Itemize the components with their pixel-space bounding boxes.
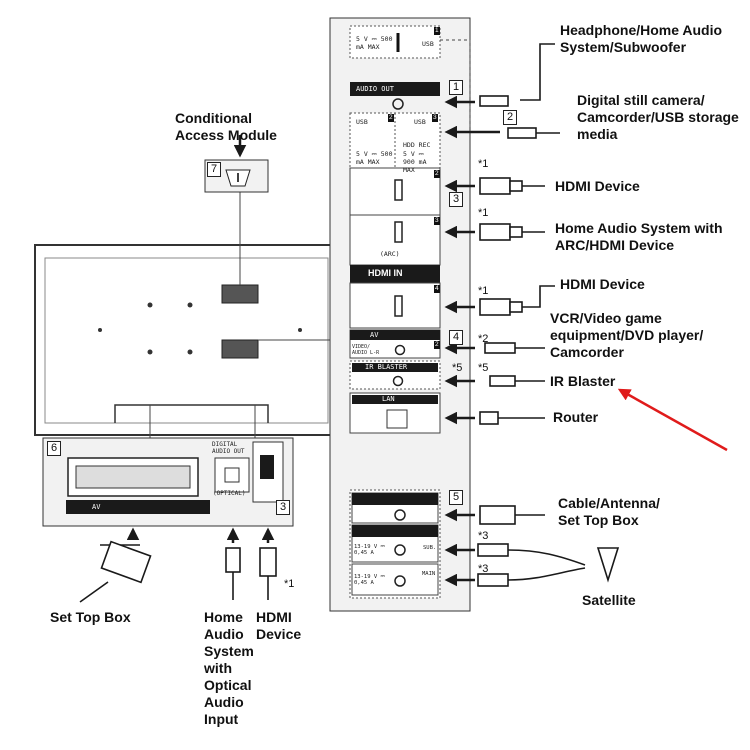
scart-av-label: AV: [92, 503, 101, 511]
footnote-5: *5: [452, 362, 463, 374]
callout-5: 5: [449, 490, 463, 505]
tv-rear: [34, 192, 350, 438]
port-number: 3: [434, 217, 440, 225]
usb1-label: USB: [422, 40, 434, 48]
av-label[interactable]: AV: [370, 331, 379, 339]
footnote-3: *3: [478, 530, 489, 542]
footnote-2: *2: [478, 333, 489, 345]
sat-sub-label: SUB.: [423, 545, 437, 551]
sat-main-label: MAIN: [422, 571, 436, 577]
label-router: Router: [553, 409, 599, 425]
connector-panel: [329, 17, 471, 612]
callout-6: 6: [47, 441, 61, 456]
label-hdmi-device-2: HDMI Device: [560, 276, 645, 292]
cables: [79, 43, 620, 603]
label-hdmi-device-bottom: HDMI Device: [256, 609, 302, 642]
port-number: 2: [434, 341, 440, 349]
port-number: 3: [432, 114, 438, 122]
digital-audio-out-label: DIGITAL AUDIO OUT: [212, 441, 245, 455]
ir-blaster-label[interactable]: IR BLASTER: [365, 363, 408, 371]
port-number: 2: [388, 114, 394, 122]
callout-2: 2: [503, 110, 517, 125]
connection-arrows: [126, 95, 500, 587]
footnote-1: *1: [478, 285, 489, 297]
label-satellite: Satellite: [582, 592, 636, 608]
footnote-1: *1: [478, 158, 489, 170]
usb1-spec: 5 V ⎓ 500 mA MAX: [356, 35, 393, 51]
callout-7: 7: [207, 162, 221, 177]
usb2-spec: 5 V ⎓ 500 mA MAX: [356, 150, 393, 166]
label-home-audio-optical: Home Audio System with Optical Audio Inp…: [204, 609, 254, 727]
callout-1: 1: [449, 80, 463, 95]
label-cable: Cable/Antenna/ Set Top Box: [558, 495, 660, 528]
port-number: 1: [434, 27, 440, 35]
sat-sub-spec: 13-19 V ⎓ 0,45 A: [354, 544, 385, 556]
label-arc-system: Home Audio System with ARC/HDMI Device: [555, 220, 723, 253]
callout-4: 4: [449, 330, 463, 345]
audio-out-label[interactable]: AUDIO OUT: [356, 85, 394, 93]
usb2-label: USB: [356, 118, 368, 126]
label-headphone: Headphone/Home Audio System/Subwoofer: [560, 22, 723, 55]
sat-main-spec: 13-19 V ⎓ 0,45 A: [354, 574, 385, 586]
optical-label: (OPTICAL): [213, 490, 246, 497]
footnote-1: *1: [478, 207, 489, 219]
label-set-top-box: Set Top Box: [50, 609, 131, 625]
usb3-spec: 5 V ⎓ 900 mA MAX: [403, 150, 427, 174]
lan-label[interactable]: LAN: [382, 395, 395, 403]
port-number: 4: [434, 285, 440, 293]
label-camera: Digital still camera/ Camcorder/USB stor…: [577, 92, 739, 142]
callout-3-side: 3: [276, 500, 290, 515]
footnote-1: *1: [284, 578, 295, 590]
usb3-label: USB: [414, 118, 426, 126]
highlight-arrow: [617, 388, 728, 452]
arc-label: (ARC): [380, 250, 400, 258]
video-audio-label: VIDEO/ AUDIO L-R: [352, 344, 380, 356]
footnote-5: *5: [478, 362, 489, 374]
hdmi-in-label: HDMI IN: [368, 268, 403, 278]
footnote-3: *3: [478, 563, 489, 575]
callout-3: 3: [449, 192, 463, 207]
hdd-rec-label: HDD REC: [403, 141, 431, 149]
label-ir-blaster: IR Blaster: [550, 373, 616, 389]
label-hdmi-device-1: HDMI Device: [555, 178, 640, 194]
label-vcr: VCR/Video game equipment/DVD player/ Cam…: [550, 310, 704, 360]
usb-dashed-link: [440, 39, 471, 133]
port-number: 2: [434, 170, 440, 178]
label-cam-module: Conditional Access Module: [175, 110, 277, 143]
side-panel: [42, 437, 294, 527]
